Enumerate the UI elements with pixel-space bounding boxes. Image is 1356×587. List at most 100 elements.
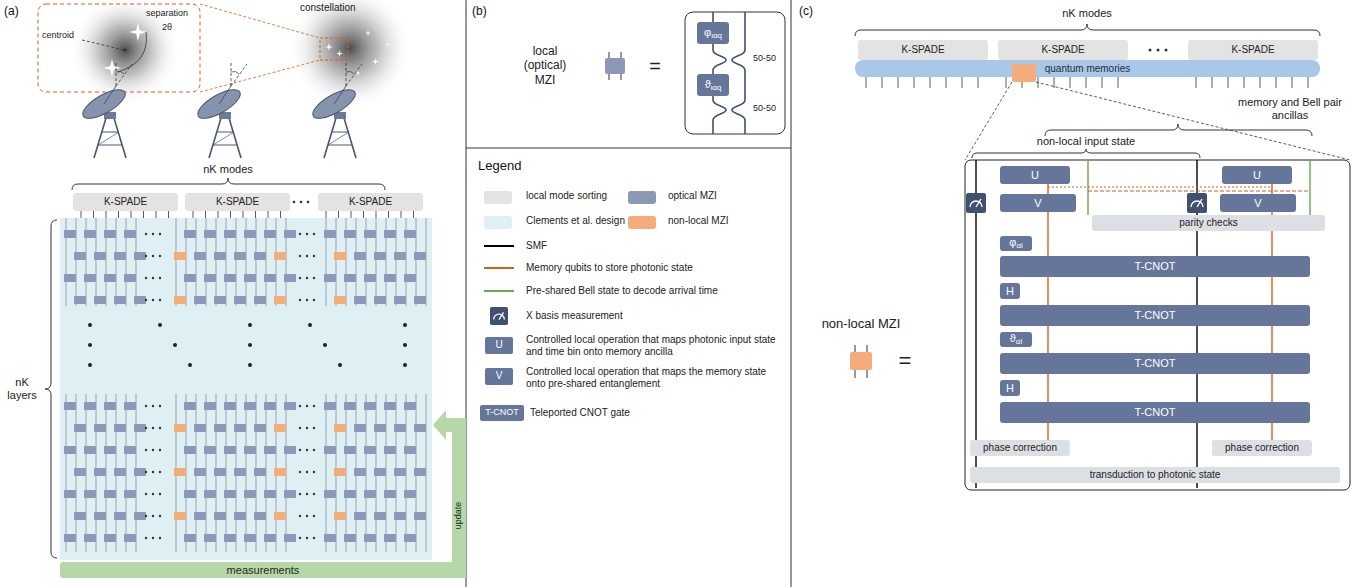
mzi-mesh bbox=[159, 449, 161, 451]
mzi-swatch bbox=[605, 52, 625, 80]
mzi-mesh bbox=[313, 449, 315, 451]
mzi-mesh bbox=[124, 490, 136, 498]
sky-illustration bbox=[200, 60, 320, 92]
mzi-mesh bbox=[214, 296, 226, 304]
mzi-mesh bbox=[426, 218, 427, 306]
mzi-mesh bbox=[94, 424, 106, 432]
sky-illustration bbox=[103, 59, 121, 77]
mode-line bbox=[401, 211, 402, 218]
gate-box: H bbox=[1000, 283, 1020, 299]
mzi-mesh bbox=[64, 490, 76, 498]
annotation: separation bbox=[146, 8, 188, 19]
gate-box: T-CNOT bbox=[1000, 305, 1310, 326]
mzi-mesh bbox=[159, 515, 161, 517]
mzi-mesh bbox=[174, 468, 186, 476]
mzi-mesh bbox=[394, 512, 406, 520]
mzi-mesh bbox=[114, 512, 126, 520]
mzi-mesh bbox=[306, 471, 308, 473]
mzi-mesh bbox=[152, 277, 154, 279]
mode-line bbox=[1118, 77, 1119, 88]
mzi-mesh bbox=[306, 277, 308, 279]
mzi-mesh bbox=[94, 252, 106, 260]
mzi-mesh bbox=[306, 427, 308, 429]
telescope-drawing bbox=[346, 71, 354, 74]
mzi-mesh bbox=[159, 405, 161, 407]
mzi-mesh bbox=[145, 493, 147, 495]
mzi-swatch bbox=[850, 352, 872, 370]
mzi-mesh bbox=[299, 255, 301, 257]
zoom-line bbox=[1036, 82, 1350, 160]
legend-sample bbox=[490, 307, 508, 325]
brace bbox=[45, 220, 57, 558]
mode-line bbox=[376, 211, 377, 218]
mzi-mesh bbox=[224, 534, 236, 542]
mzi-mesh bbox=[306, 493, 308, 495]
memory-band: quantum memories bbox=[855, 60, 1320, 77]
mzi-mesh bbox=[299, 515, 301, 517]
brace bbox=[855, 24, 1320, 36]
mode-line bbox=[1260, 77, 1261, 88]
mode-line bbox=[946, 77, 947, 88]
mzi-mesh bbox=[264, 534, 276, 542]
telescope-drawing bbox=[231, 64, 247, 86]
mzi-mesh bbox=[64, 402, 76, 410]
node-text: measurements bbox=[227, 565, 300, 576]
mzi-mesh bbox=[104, 490, 116, 498]
mzi-mesh bbox=[234, 296, 246, 304]
mzi-mesh bbox=[264, 490, 276, 498]
node-text: U bbox=[1253, 170, 1261, 181]
gate-box: ϑιαq bbox=[697, 74, 729, 96]
mode-line bbox=[898, 77, 899, 88]
sky-illustration bbox=[320, 38, 348, 60]
mzi-mesh bbox=[173, 343, 177, 347]
gate-box: H bbox=[1000, 380, 1020, 396]
mzi-mesh bbox=[306, 233, 308, 235]
mzi-mesh bbox=[338, 363, 342, 367]
ellipsis-dots bbox=[1157, 49, 1160, 52]
legend-sample bbox=[484, 245, 514, 247]
sky-illustration bbox=[336, 50, 343, 57]
telescope-drawing bbox=[104, 86, 116, 104]
mode-line bbox=[1086, 77, 1087, 88]
mzi-mesh bbox=[324, 230, 336, 238]
mzi-mesh bbox=[374, 424, 386, 432]
mode-line bbox=[118, 211, 119, 218]
mode-line bbox=[388, 211, 389, 218]
node-text: K-SPADE bbox=[1231, 45, 1274, 55]
mzi-mesh bbox=[152, 233, 154, 235]
mzi-mesh bbox=[234, 512, 246, 520]
process-box: transduction to photonic state bbox=[970, 467, 1340, 483]
mzi-mesh bbox=[403, 343, 407, 347]
mzi-mesh bbox=[64, 446, 76, 454]
telescope-drawing bbox=[116, 62, 117, 86]
mzi-mesh bbox=[264, 446, 276, 454]
mode-line bbox=[1022, 77, 1023, 88]
mode-line bbox=[143, 211, 144, 218]
mzi-mesh bbox=[414, 468, 426, 476]
mzi-mesh bbox=[313, 255, 315, 257]
mode-line bbox=[268, 211, 269, 218]
node-text: T-CNOT bbox=[1135, 358, 1176, 369]
mzi-mesh bbox=[306, 405, 308, 407]
mzi-mesh bbox=[299, 233, 301, 235]
mzi-mesh bbox=[414, 296, 426, 304]
node-text: ϑαi bbox=[1010, 333, 1022, 346]
mzi-mesh bbox=[284, 274, 296, 282]
brace bbox=[72, 178, 385, 190]
node-text: ϑιαq bbox=[705, 79, 722, 92]
mzi-mesh bbox=[159, 299, 161, 301]
mzi-mesh bbox=[224, 274, 236, 282]
annotation: nK modes bbox=[203, 163, 253, 176]
mode-line bbox=[930, 77, 931, 88]
mzi-mesh bbox=[374, 512, 386, 520]
mzi-mesh bbox=[254, 296, 266, 304]
node-text: parity checks bbox=[1179, 218, 1237, 228]
telescope-drawing bbox=[346, 64, 362, 86]
mode-line bbox=[326, 211, 327, 218]
mzi-mesh bbox=[354, 468, 366, 476]
mode-line bbox=[193, 211, 194, 218]
gate-box: V bbox=[1220, 194, 1296, 212]
mode-line bbox=[1196, 77, 1197, 88]
mzi-mesh bbox=[364, 230, 376, 238]
mzi-mesh bbox=[384, 490, 396, 498]
